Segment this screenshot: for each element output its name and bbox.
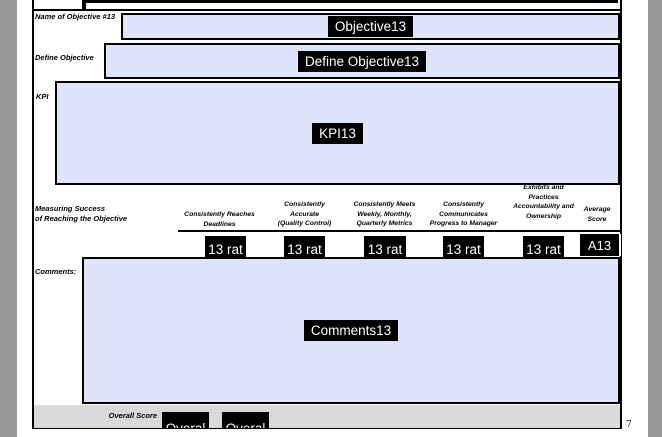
column-header-accuracy: Consistently Accurate (Quality Control) xyxy=(277,201,332,227)
rating-field-metrics[interactable]: 13 rat xyxy=(364,236,406,257)
previous-field-left-border xyxy=(82,0,86,10)
objective-name-label: Name of Objective #13 xyxy=(35,12,116,21)
overall-score-field-2[interactable]: Overal xyxy=(222,412,269,428)
previous-field-bottom-border xyxy=(85,0,618,3)
column-header-average-score: Average Score xyxy=(583,206,611,223)
measuring-success-label: Measuring Success of Reaching the Object… xyxy=(35,204,128,223)
column-header-metrics: Consistently Meets Weekly, Monthly, Quar… xyxy=(353,201,416,227)
column-header-accountability: Exhibits and Practices Accountability an… xyxy=(513,184,574,220)
average-score-field[interactable]: A13 xyxy=(578,234,621,256)
comments-field[interactable]: Comments13 xyxy=(82,257,620,404)
page-number: 7 xyxy=(626,420,632,430)
overall-score-field-1[interactable]: Overal xyxy=(162,412,209,428)
header-underline xyxy=(178,230,622,232)
kpi-field[interactable]: KPI13 xyxy=(55,81,620,185)
objective-name-value[interactable]: Objective13 xyxy=(327,16,414,37)
rating-field-communication[interactable]: 13 rat xyxy=(443,236,484,257)
kpi-label: KPI xyxy=(36,92,49,101)
define-objective-label: Define Objective xyxy=(35,53,94,62)
objective-section-frame xyxy=(32,0,622,429)
column-header-communication: Consistently Communicates Progress to Ma… xyxy=(429,201,498,227)
define-objective-field[interactable]: Define Objective13 xyxy=(104,43,620,79)
column-header-deadlines: Consistently Reaches Deadlines xyxy=(184,211,255,228)
rating-field-accuracy[interactable]: 13 rat xyxy=(284,236,325,257)
overall-score-label: Overall Score xyxy=(108,411,157,420)
previous-row-divider xyxy=(33,9,621,11)
comments-label: Comments: xyxy=(35,267,77,276)
rating-field-deadlines[interactable]: 13 rat xyxy=(205,236,246,257)
define-objective-value[interactable]: Define Objective13 xyxy=(297,50,427,72)
kpi-value[interactable]: KPI13 xyxy=(312,122,363,144)
comments-value[interactable]: Comments13 xyxy=(303,320,399,341)
rating-field-accountability[interactable]: 13 rat xyxy=(523,236,564,257)
objective-name-field[interactable]: Objective13 xyxy=(121,13,620,40)
